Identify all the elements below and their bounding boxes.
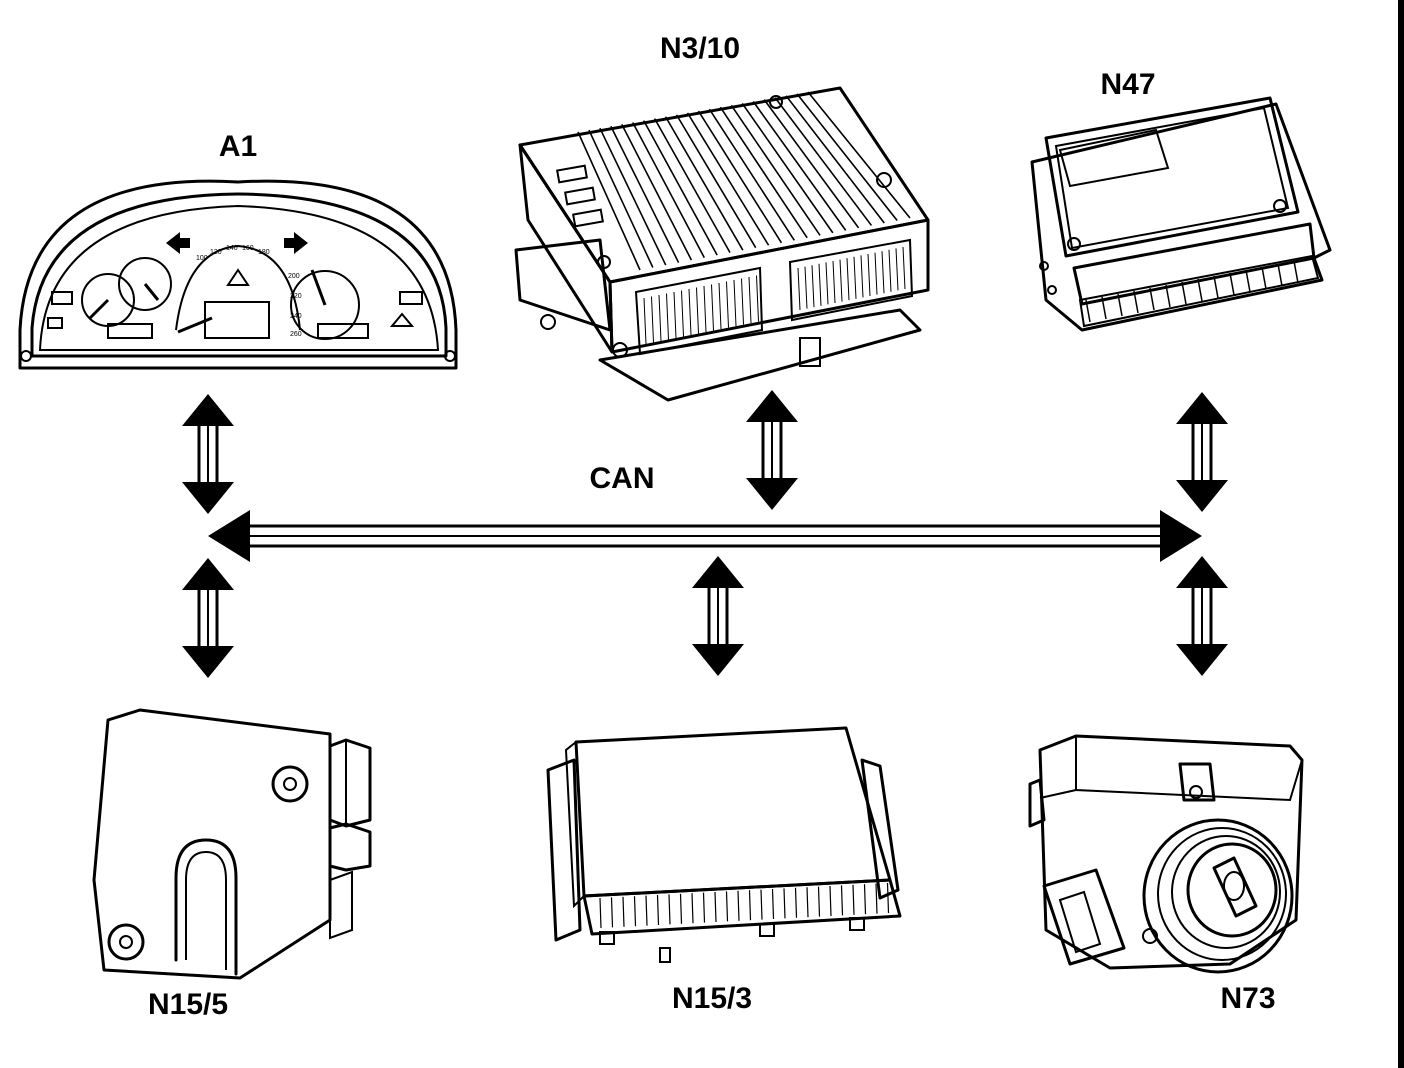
connector-n15-5	[180, 556, 236, 680]
can-bus-label: CAN	[590, 462, 655, 495]
speed-tick-label: 180	[258, 249, 270, 256]
speed-tick-label: 160	[242, 245, 254, 252]
instrument-cluster-icon: 100 120 140 160 180 200 220 240 260	[18, 179, 458, 370]
connector-n3-10	[744, 388, 800, 512]
can-bus	[208, 510, 1202, 562]
speed-tick-label: 140	[226, 245, 238, 252]
engine-control-unit-icon	[514, 86, 930, 402]
ignition-switch-module-icon	[1028, 734, 1304, 974]
connector-n47	[1174, 390, 1230, 514]
module-label-n15-3: N15/3	[672, 982, 752, 1015]
module-label-n3-10: N3/10	[660, 32, 740, 65]
page-right-border	[1398, 0, 1404, 1068]
speed-tick-label: 120	[210, 249, 222, 256]
speed-tick-label: 200	[288, 273, 300, 280]
speed-tick-label: 240	[290, 313, 302, 320]
speed-tick-label: 220	[290, 293, 302, 300]
connector-n15-3	[690, 554, 746, 678]
speed-tick-label: 260	[290, 331, 302, 338]
selector-lever-module-icon	[92, 708, 372, 980]
control-module-icon	[1030, 96, 1332, 332]
module-label-a1: A1	[219, 130, 257, 163]
bus-arrow-right	[1160, 510, 1202, 562]
transmission-control-unit-icon	[546, 726, 902, 963]
module-label-n73: N73	[1220, 982, 1275, 1015]
module-label-n15-5: N15/5	[148, 988, 228, 1021]
module-label-n47: N47	[1100, 68, 1155, 101]
connector-n73	[1174, 554, 1230, 678]
speed-tick-label: 100	[196, 255, 208, 262]
connector-a1	[180, 392, 236, 516]
bus-arrow-left	[208, 510, 250, 562]
